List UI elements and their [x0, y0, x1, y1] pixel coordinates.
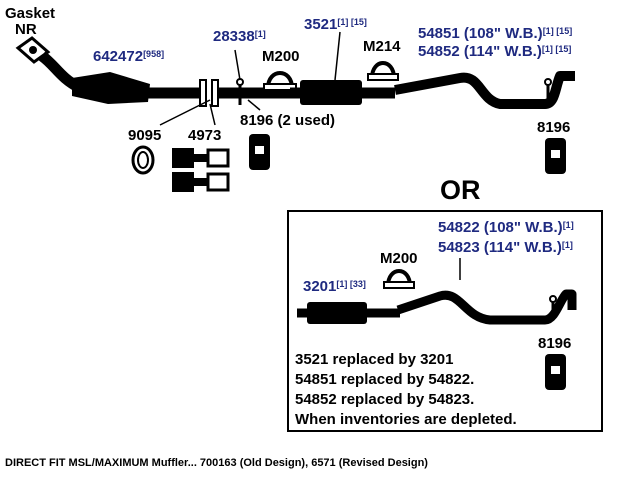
muffler-part-label: 3521[1] [15] — [304, 16, 367, 33]
alt-tailpipe-b-label: 54823 (114" W.B.)[1] — [438, 239, 573, 256]
converter-part-label: 642472[958] — [93, 48, 165, 65]
alt-clamp-m200-icon — [383, 269, 415, 289]
alt-clamp-label: M200 — [380, 250, 418, 267]
hanger-block-icon — [249, 134, 270, 170]
alt-muffler-icon — [297, 302, 400, 324]
alternate-parts-box — [287, 210, 603, 432]
catalytic-converter-icon — [38, 51, 205, 104]
alt-tailpipe-a-label: 54822 (108" W.B.)[1] — [438, 219, 574, 236]
note-line: When inventories are depleted. — [295, 411, 517, 428]
pipe-part-label: 28338[1] — [213, 28, 266, 45]
hanger-rod-icon — [236, 78, 244, 105]
note-line: 54852 replaced by 54823. — [295, 391, 475, 408]
muffler-icon — [290, 80, 395, 105]
hanger-rear-label: 8196 — [537, 119, 571, 136]
hanger-used-label: 8196 (2 used) — [240, 112, 336, 129]
note-line: 54851 replaced by 54822. — [295, 371, 475, 388]
tailpipe-b-label: 54852 (114" W.B.)[1] [15] — [418, 43, 572, 60]
ring-part-label: 9095 — [128, 127, 162, 144]
ring-gasket-icon — [131, 145, 155, 175]
pipe-flange-icon — [199, 79, 298, 107]
clamp-m214-icon — [367, 61, 399, 81]
gasket-nr-label: NR — [15, 21, 37, 38]
or-label: OR — [440, 175, 481, 205]
tailpipe-icon — [394, 71, 575, 109]
clamp-m200-label: M200 — [262, 48, 300, 65]
clamp-m214-label: M214 — [363, 38, 401, 55]
alt-tailpipe-icon — [396, 289, 577, 325]
gasket-label: Gasket — [5, 5, 56, 22]
alt-muffler-label: 3201[1] [33] — [303, 278, 366, 295]
note-line: 3521 replaced by 3201 — [295, 351, 454, 368]
spring-part-label: 4973 — [188, 127, 222, 144]
hanger-block-icon — [545, 138, 566, 174]
manifold-flange-icon — [15, 36, 51, 64]
spring-bolt-icon — [172, 172, 230, 192]
clamp-m200-icon — [263, 71, 297, 91]
replacement-notes: 3521 replaced by 3201 54851 replaced by … — [295, 350, 517, 430]
spring-bolt-icon — [172, 148, 230, 168]
tailpipe-a-label: 54851 (108" W.B.)[1] [15] — [418, 25, 573, 42]
footer-caption: DIRECT FIT MSL/MAXIMUM Muffler... 700163… — [5, 457, 428, 469]
alt-hanger-label: 8196 — [538, 335, 572, 352]
alt-hanger-block-icon — [545, 354, 566, 390]
